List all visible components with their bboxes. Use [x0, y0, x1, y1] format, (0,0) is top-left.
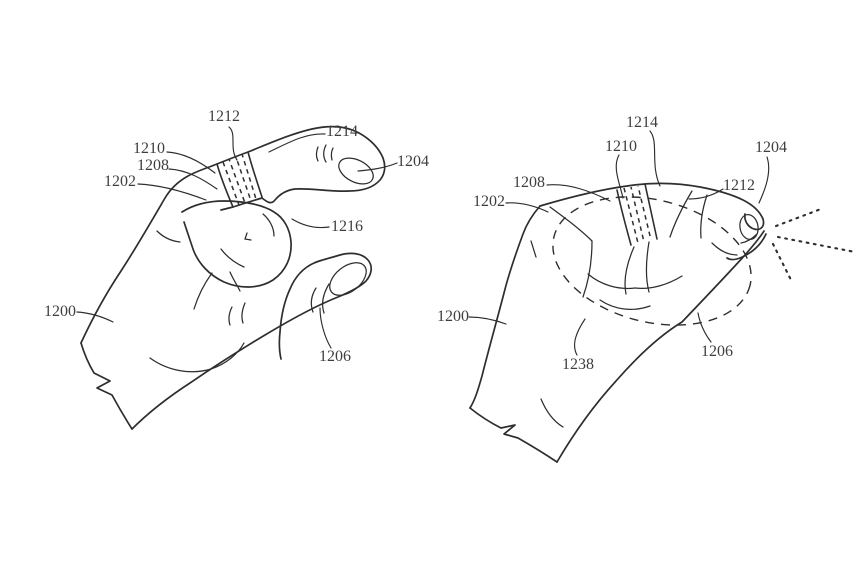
left-pinky-wrinkle — [228, 306, 233, 326]
left-pinky-wrinkle — [241, 302, 246, 324]
leader-line-1202 — [137, 183, 207, 201]
right-curled-index-side — [645, 241, 650, 293]
ref-label-right-1210: 1210 — [605, 138, 637, 155]
right-wrist-crease — [540, 398, 564, 428]
left-middle-finger-crease — [244, 232, 252, 241]
ref-label-left-1212: 1212 — [208, 108, 240, 125]
ref-label-right-1204: 1204 — [755, 139, 787, 156]
right-ring-band-right-edge — [644, 183, 658, 240]
right-hand-left-edge — [469, 205, 541, 409]
ref-label-left-1214: 1214 — [326, 123, 358, 140]
ref-label-left-1200: 1200 — [44, 303, 76, 320]
right-fingertip-fold — [711, 242, 738, 256]
ref-label-left-1210: 1210 — [133, 140, 165, 157]
right-fingertip-fold — [700, 194, 708, 239]
leader-line-1204 — [357, 162, 398, 172]
left-index-knuckle-crease — [315, 146, 319, 162]
left-ring-band-texture — [235, 156, 252, 202]
left-index-knuckle-crease — [330, 147, 334, 161]
left-finger-web-arc — [156, 230, 181, 243]
right-interior-crease — [530, 240, 537, 258]
ref-label-left-1216: 1216 — [331, 218, 363, 235]
left-ring-band-texture — [241, 153, 257, 200]
right-curled-index-side — [624, 246, 635, 295]
left-index-knuckle-crease — [323, 144, 327, 163]
leader-line-1206 — [697, 312, 712, 343]
ref-label-left-1206: 1206 — [319, 348, 351, 365]
left-thumb-crease — [322, 283, 330, 314]
right-pinch-dotted-ray — [774, 207, 823, 228]
leader-line-1208 — [168, 168, 218, 190]
ref-label-right-1208: 1208 — [513, 174, 545, 191]
leader-line-1212 — [228, 126, 238, 161]
left-palm-crease — [149, 342, 245, 373]
left-middle-finger-crease — [220, 248, 245, 268]
right-ring-band-texture — [630, 186, 645, 243]
ref-label-right-1238: 1238 — [562, 356, 594, 373]
left-thumb-crease — [310, 287, 317, 313]
ref-label-left-1202: 1202 — [104, 173, 136, 190]
ref-label-right-1212: 1212 — [723, 177, 755, 194]
left-middle-finger-crease — [229, 271, 241, 292]
left-ring-band-left-edge — [216, 163, 234, 208]
left-middle-finger-crease — [262, 213, 275, 237]
leader-line-1212 — [688, 188, 724, 200]
leader-line-1210 — [166, 151, 216, 174]
leader-line-1214 — [268, 133, 326, 153]
ref-label-right-1206: 1206 — [701, 343, 733, 360]
right-ring-band-left-edge — [616, 189, 632, 246]
left-thumb-and-palm-outline — [131, 252, 372, 430]
right-figure-hand-pinch-gesture: 1214 1210 1204 1208 1202 1212 1200 1238 … — [437, 114, 857, 463]
left-ring-band-texture — [228, 158, 246, 204]
right-thumb-outer-edge — [556, 230, 765, 463]
left-figure-hand-with-ring: 1212 1214 1210 1208 1202 1204 1216 1200 … — [44, 108, 429, 430]
leader-line-1200 — [76, 311, 114, 323]
right-thumb-tip — [726, 233, 767, 261]
leader-line-1210 — [615, 154, 624, 199]
ref-label-right-1214: 1214 — [626, 114, 658, 131]
right-wrist-break-edge — [469, 407, 558, 463]
right-interior-crease — [549, 206, 593, 242]
left-index-fingernail — [338, 157, 374, 185]
left-curled-middle-finger — [181, 200, 292, 288]
right-interior-crease — [587, 273, 636, 290]
ref-label-right-1202: 1202 — [473, 193, 505, 210]
left-ring-band-right-edge — [247, 151, 263, 198]
right-hand-top-edge-fingertip — [539, 182, 765, 231]
ref-label-left-1204: 1204 — [397, 153, 429, 170]
left-ring-band-texture — [222, 161, 240, 206]
right-pinch-dotted-ray — [776, 235, 857, 254]
left-thumbnail — [329, 262, 367, 296]
leader-line-1206 — [319, 307, 332, 349]
leader-line-1238 — [574, 318, 586, 356]
left-ring-finger-edge — [193, 272, 213, 310]
right-interior-crease — [582, 240, 593, 298]
leader-line-1202 — [505, 202, 549, 213]
right-ring-band-texture — [623, 187, 639, 244]
left-wrist-break-edge — [80, 342, 133, 430]
right-fingertip-fold — [669, 190, 693, 238]
right-pinch-contact-fold — [740, 233, 758, 244]
right-pinch-region-dashed-oval — [552, 196, 752, 326]
right-pinch-dotted-ray — [771, 242, 794, 284]
leader-line-1208 — [546, 184, 611, 202]
right-interior-crease — [634, 275, 683, 290]
ref-label-right-1200: 1200 — [437, 308, 469, 325]
leader-line-1216 — [291, 218, 330, 229]
leader-line-1200 — [468, 316, 507, 325]
leader-line-1214 — [649, 130, 661, 187]
left-hand-index-finger-outline — [80, 125, 386, 344]
ref-label-left-1208: 1208 — [137, 157, 169, 174]
leader-line-1204 — [758, 156, 770, 204]
right-interior-crease — [599, 299, 651, 310]
right-ring-band-texture — [637, 185, 652, 241]
